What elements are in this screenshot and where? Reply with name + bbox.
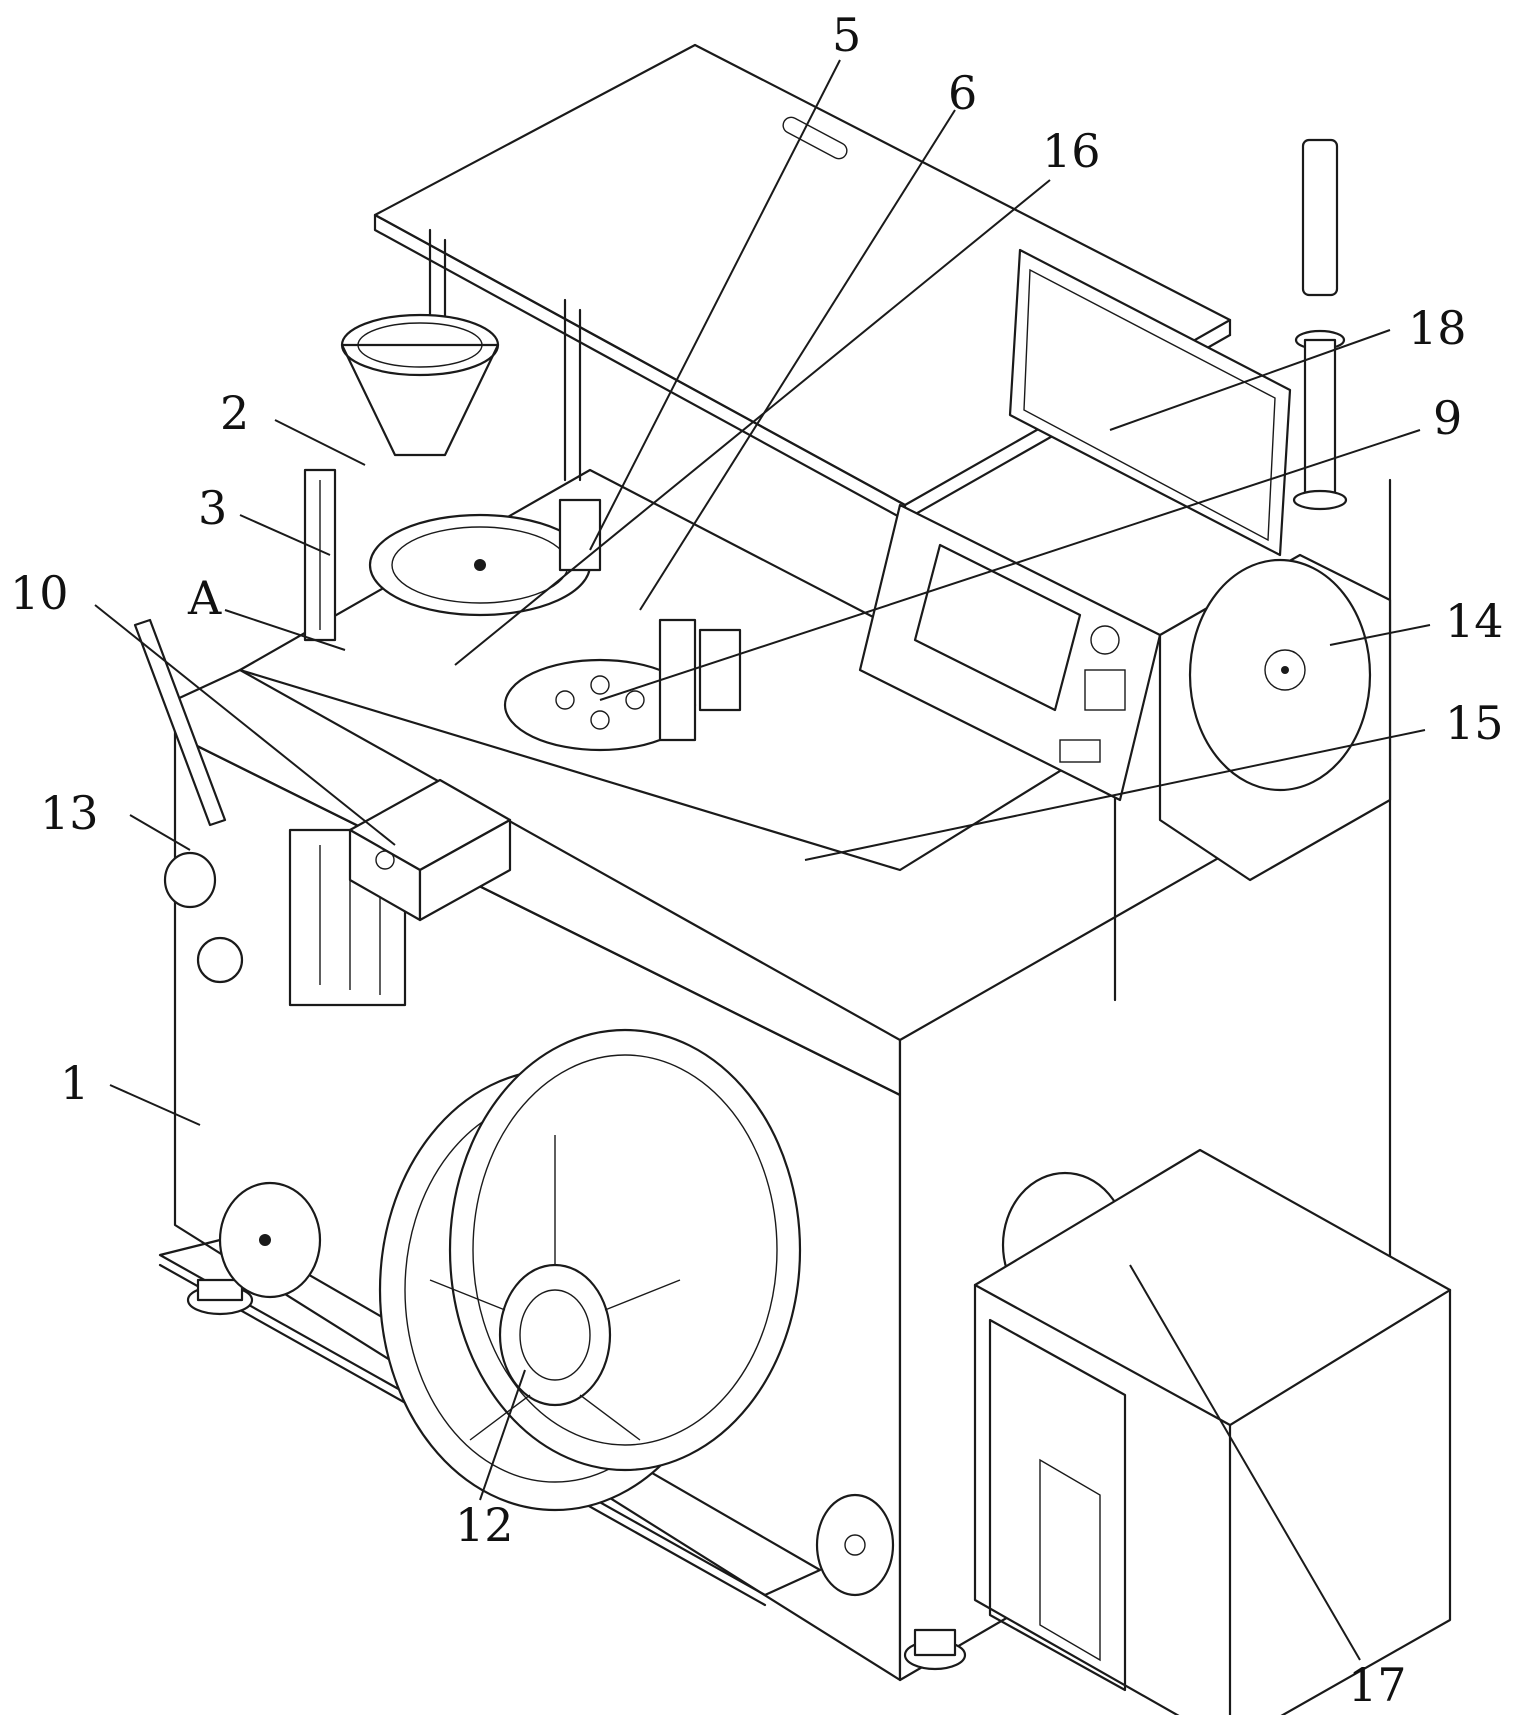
large-reel	[378, 1028, 802, 1512]
signal-tower	[1292, 138, 1348, 511]
control-panel	[858, 503, 1162, 802]
callout-13: 13	[40, 786, 99, 840]
left-pulleys	[133, 618, 322, 1299]
callout-6: 6	[948, 66, 978, 120]
rotary-table	[503, 498, 742, 752]
callout-15: 15	[1445, 696, 1504, 750]
monitor	[1008, 248, 1292, 557]
callout-3: 3	[198, 481, 228, 535]
callout-5: 5	[832, 8, 862, 62]
callout-14: 14	[1445, 594, 1504, 648]
callout-A: A	[188, 571, 222, 625]
right-unit	[973, 1148, 1452, 1715]
heater-block	[348, 778, 512, 922]
callout-16: 16	[1042, 124, 1101, 178]
callout-12: 12	[455, 1498, 514, 1552]
callout-18: 18	[1408, 301, 1467, 355]
leader-lines	[94, 59, 1431, 1661]
callout-1: 1	[60, 1056, 90, 1110]
callout-17: 17	[1348, 1658, 1407, 1712]
callout-10: 10	[10, 566, 69, 620]
callout-2: 2	[220, 386, 250, 440]
bowl-feeder	[303, 313, 592, 642]
side-unit	[1158, 553, 1392, 882]
callout-9: 9	[1433, 391, 1463, 445]
handwheel-bottom	[815, 1493, 895, 1597]
